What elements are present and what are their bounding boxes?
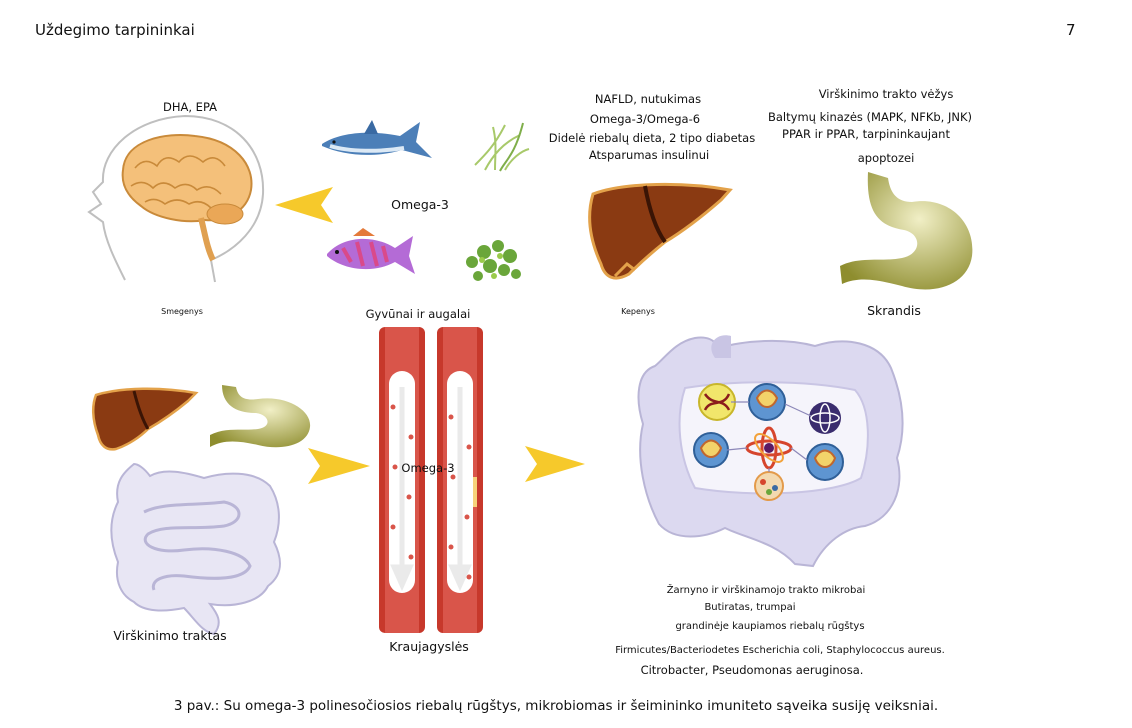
microbe-cluster-icon: [754, 471, 784, 501]
stomach-note-2: Baltymų kinazės (MAPK, NFKb, JNK): [768, 110, 972, 124]
liver-note-1: NAFLD, nutukimas: [594, 92, 702, 106]
digestive-tract-label: Virškinimo traktas: [113, 628, 227, 643]
arrow-right-icon: [308, 448, 370, 484]
vessel-omega3-label: Omega-3: [401, 461, 455, 475]
head-brain-illustration: [87, 114, 265, 283]
arrow-left-icon: [275, 187, 333, 223]
intestine-icon: [110, 462, 281, 636]
stomach-note-3: PPAR ir PPAR, tarpininkaujant: [782, 127, 950, 141]
liver-note-4: Atsparumas insulinui: [588, 148, 710, 162]
colon-microbiome-illustration: [637, 335, 904, 568]
microbe-dna-icon: [698, 383, 736, 421]
microbe-cell-icon-1: [748, 383, 786, 421]
liver-label: Kepenys: [621, 307, 655, 316]
liver-icon: [588, 182, 733, 280]
stomach-note-1: Virškinimo trakto vėžys: [818, 87, 954, 101]
microbe-atom-icon: [809, 402, 841, 434]
small-liver-icon: [92, 387, 199, 451]
seaweed-bush-icon: [466, 240, 521, 281]
brain-top-label: DHA, EPA: [162, 100, 218, 114]
arrow-right-icon-2: [525, 446, 585, 482]
stomach-label: Skrandis: [867, 303, 921, 318]
stomach-icon: [840, 172, 973, 290]
figure-caption: 3 pav.: Su omega-3 polinesočiosios rieba…: [173, 698, 939, 714]
microbiome-note-4: Firmicutes/Bacteriodetes Escherichia col…: [615, 645, 945, 656]
microbiome-note-1: Žarnyno ir virškinamojo trakto mikrobai: [666, 585, 866, 596]
small-stomach-icon: [210, 385, 311, 448]
omega3-center-label: Omega-3: [391, 197, 449, 212]
page-number: 7: [1066, 21, 1076, 39]
microbiome-note-2: Butiratas, trumpai: [704, 602, 796, 613]
microbiome-note-5: Citrobacter, Pseudomonas aeruginosa.: [640, 663, 864, 677]
seaweed-icon: [474, 122, 530, 172]
shark-icon: [322, 120, 432, 158]
liver-note-2: Omega-3/Omega-6: [589, 112, 701, 126]
tropical-fish-icon: [327, 228, 415, 274]
liver-note-3: Didelė riebalų dieta, 2 tipo diabetas: [548, 131, 756, 145]
microbe-cell-icon-3: [806, 443, 844, 481]
stomach-note-4: apoptozei: [857, 151, 915, 165]
blood-vessels-illustration: [379, 327, 483, 633]
microbe-cell-icon-2: [693, 432, 729, 468]
header-title: Uždegimo tarpininkai: [35, 21, 195, 39]
microbiome-note-3: grandinėje kaupiamos riebalų rūgštys: [675, 621, 865, 632]
animals-plants-label: Gyvūnai ir augalai: [365, 307, 471, 321]
vessels-label: Kraujagyslės: [389, 639, 469, 654]
brain-label: Smegenys: [161, 307, 203, 316]
